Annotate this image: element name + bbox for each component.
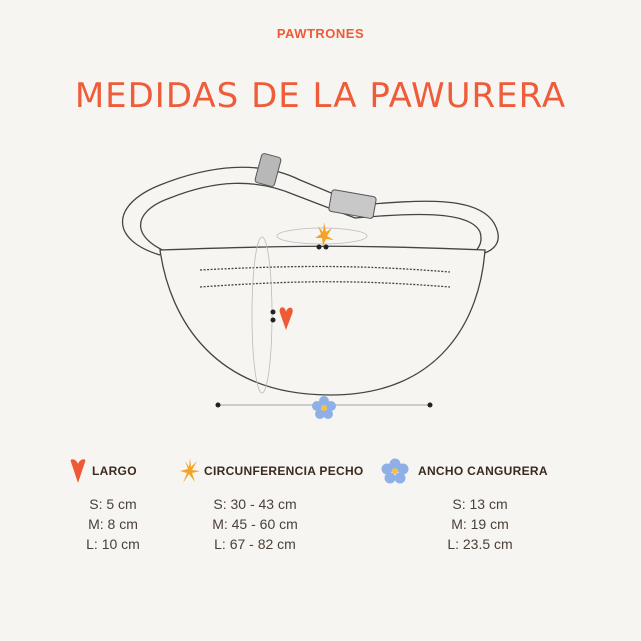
zipper	[199, 265, 451, 273]
size-value: M: 19 cm	[451, 516, 509, 532]
heart-icon	[70, 459, 86, 483]
legend-circunferencia: CIRCUNFERENCIA PECHO S: 30 - 43 cm M: 45…	[180, 458, 364, 554]
size-value: L: 10 cm	[86, 536, 140, 552]
flower-icon	[381, 458, 409, 484]
legend-largo: LARGO S: 5 cm M: 8 cm L: 10 cm	[68, 458, 158, 554]
size-value: M: 8 cm	[88, 516, 138, 532]
legend-label: CIRCUNFERENCIA PECHO	[204, 464, 364, 478]
size-value: S: 13 cm	[452, 496, 508, 512]
legend-ancho: ANCHO CANGURERA S: 13 cm M: 19 cm L: 23.…	[380, 458, 580, 554]
flower-icon	[312, 396, 336, 419]
strap	[121, 166, 499, 256]
size-value: S: 5 cm	[89, 496, 137, 512]
legend-label: LARGO	[92, 464, 137, 478]
fanny-pack-illustration	[121, 153, 499, 419]
brand-logo: PAWTRONES	[276, 26, 365, 41]
star-burst-icon	[180, 458, 200, 483]
size-value: S: 30 - 43 cm	[213, 496, 297, 512]
size-value: L: 23.5 cm	[447, 536, 513, 552]
strap-adjuster	[254, 153, 282, 187]
legend-label: ANCHO CANGURERA	[418, 464, 548, 478]
buckle	[328, 189, 377, 219]
size-value: M: 45 - 60 cm	[212, 516, 298, 532]
bag-body	[159, 245, 486, 396]
size-value: L: 67 - 82 cm	[214, 536, 296, 552]
heart-icon	[279, 307, 293, 330]
star-burst-icon	[315, 222, 334, 246]
page-title: MEDIDAS DE LA PAWURERA	[74, 76, 567, 116]
